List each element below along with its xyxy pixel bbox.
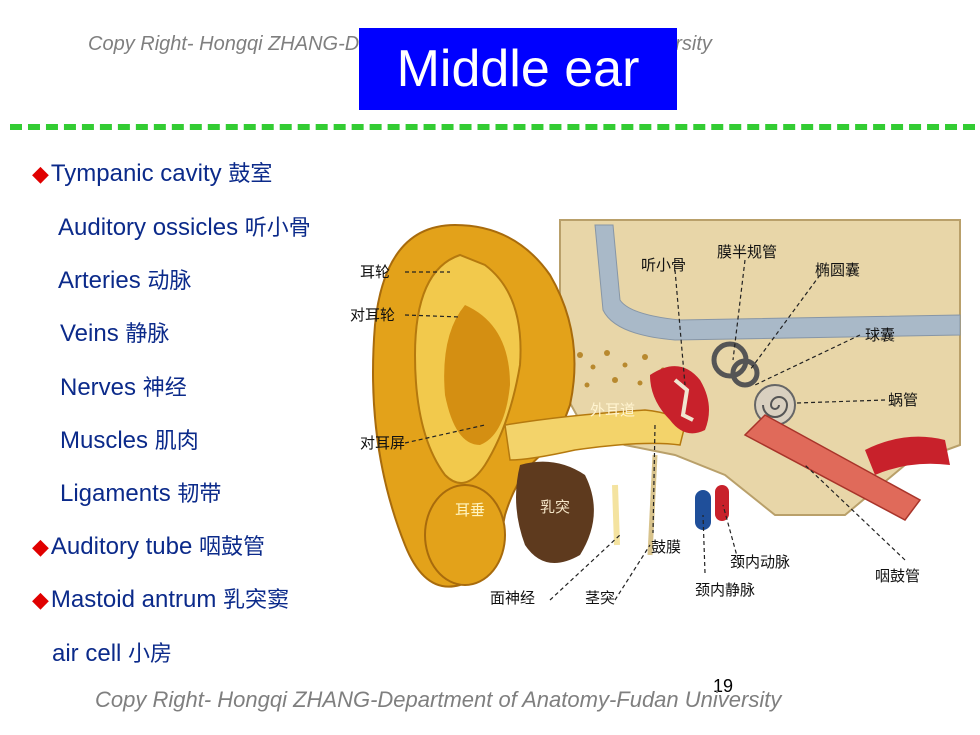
internal-carotid-artery xyxy=(715,485,729,521)
ossicles xyxy=(673,378,694,422)
outline-item-arteries: Arteries 动脉 xyxy=(58,263,191,295)
leader-lines xyxy=(404,259,906,601)
outline-zh: 动脉 xyxy=(147,269,192,294)
outline-zh: 韧带 xyxy=(177,482,222,507)
slide-title: Middle ear xyxy=(359,28,677,110)
auditory-tube xyxy=(743,414,922,521)
outline-en: Arteries xyxy=(58,267,141,294)
outline-item-nerves: Nerves 神经 xyxy=(60,370,187,402)
outline-item-veins: Veins 静脉 xyxy=(60,316,169,348)
outline-en: air cell xyxy=(52,640,122,667)
label-cochlea: 蜗管 xyxy=(888,391,918,409)
label-mastoid: 乳突 xyxy=(540,498,570,516)
label-styloid: 茎突 xyxy=(585,589,615,607)
label-facial-nerve: 面神经 xyxy=(490,589,535,607)
label-ossicles: 听小骨 xyxy=(641,256,686,274)
vessel-top-right xyxy=(865,436,950,475)
outline-zh: 神经 xyxy=(142,376,187,401)
outline-zh: 鼓室 xyxy=(228,162,273,187)
concha xyxy=(444,305,510,445)
facial-nerve xyxy=(612,484,620,546)
label-antitragus: 对耳屏 xyxy=(360,434,405,452)
outline-item-auditory-tube: ◆Auditory tube 咽鼓管 xyxy=(32,529,265,561)
label-ext-canal: 外耳道 xyxy=(590,401,635,419)
outline-zh: 小房 xyxy=(128,642,173,667)
copyright-bottom: Copy Right- Hongqi ZHANG-Department of A… xyxy=(95,687,782,712)
outline-en: Tympanic cavity xyxy=(50,160,222,187)
internal-jugular-vein xyxy=(695,490,711,530)
mastoid-process xyxy=(516,461,594,563)
label-utricle: 椭圆囊 xyxy=(815,261,860,279)
diamond-bullet-icon: ◆ xyxy=(32,587,49,612)
label-auditory-tube: 咽鼓管 xyxy=(875,567,920,585)
tympanic-cavity xyxy=(650,366,709,434)
label-saccule: 球囊 xyxy=(865,326,895,344)
outline-en: Muscles xyxy=(60,427,149,454)
semicircular-canals xyxy=(711,341,760,388)
outline-en: Auditory ossicles xyxy=(58,214,239,241)
outline-item-auditory-ossicles: Auditory ossicles 听小骨 xyxy=(58,210,311,242)
outline-zh: 咽鼓管 xyxy=(199,535,266,560)
temporal-bone xyxy=(559,219,961,516)
label-int-jugular: 颈内静脉 xyxy=(695,581,755,599)
dashed-divider xyxy=(10,124,975,130)
dura-band xyxy=(594,224,961,341)
label-antihelix: 对耳轮 xyxy=(350,306,395,324)
lobule xyxy=(424,484,506,586)
label-semicircular: 膜半规管 xyxy=(717,243,777,261)
outline-item-ligaments: Ligaments 韧带 xyxy=(60,476,221,508)
label-helix: 耳轮 xyxy=(360,263,390,281)
label-lobule: 耳垂 xyxy=(455,501,485,519)
ext-canal xyxy=(504,409,686,461)
diamond-bullet-icon: ◆ xyxy=(32,534,49,559)
diamond-bullet-icon: ◆ xyxy=(32,161,49,186)
outline-zh: 听小骨 xyxy=(244,216,311,241)
outline-en: Mastoid antrum xyxy=(50,586,217,613)
outline-item-mastoid-antrum: ◆Mastoid antrum 乳突窦 xyxy=(32,582,289,614)
outline-en: Ligaments xyxy=(60,480,171,507)
outline-en: Veins xyxy=(60,320,119,347)
outline-en: Auditory tube xyxy=(50,533,193,560)
ear-anatomy-figure: 耳轮 对耳轮 对耳屏 耳垂 乳突 外耳道 听小骨 膜半规管 椭圆囊 球囊 蜗管 … xyxy=(350,219,961,607)
outline-en: Nerves xyxy=(60,374,137,401)
styloid-process xyxy=(647,454,658,556)
outline-item-air-cell: air cell 小房 xyxy=(52,636,172,668)
label-int-carotid: 颈内动脉 xyxy=(730,553,790,571)
outline-item-muscles: Muscles 肌肉 xyxy=(60,423,199,455)
outline-item-tympanic-cavity: ◆Tympanic cavity 鼓室 xyxy=(32,156,272,188)
label-tympanic-membrane: 鼓膜 xyxy=(651,538,681,556)
outline-zh: 静脉 xyxy=(125,322,170,347)
outline-zh: 乳突窦 xyxy=(223,588,290,613)
outline-zh: 肌肉 xyxy=(154,429,199,454)
page-number: 19 xyxy=(713,676,734,696)
